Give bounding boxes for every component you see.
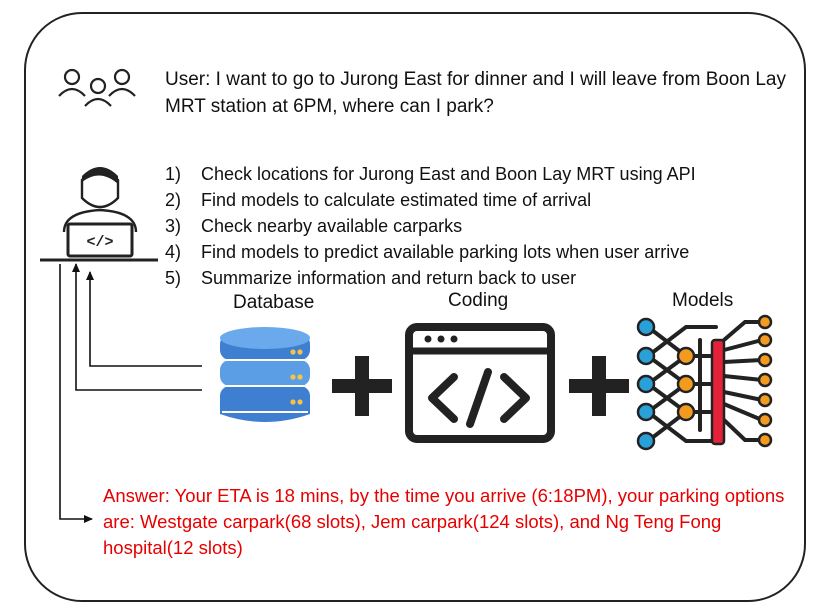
code-window-icon bbox=[405, 323, 555, 443]
coding-label: Coding bbox=[448, 290, 509, 311]
step-text: Check locations for Jurong East and Boon… bbox=[201, 164, 696, 184]
step-number: 2) bbox=[165, 190, 182, 210]
step-number: 4) bbox=[165, 242, 182, 262]
list-item: 2) Find models to calculate estimated tim… bbox=[165, 187, 696, 213]
arrow-database-to-developer bbox=[86, 271, 202, 367]
answer-text: Answer: Your ETA is 18 mins, by the time… bbox=[103, 485, 785, 558]
step-list: 1) Check locations for Jurong East and Bo… bbox=[165, 161, 696, 291]
connector-arrows bbox=[59, 263, 202, 523]
list-item: 5) Summarize information and return back … bbox=[165, 265, 696, 291]
user-query: User: I want to go to Jurong East for di… bbox=[165, 69, 786, 117]
database-icon bbox=[220, 327, 310, 422]
step-text: Find models to calculate estimated time … bbox=[201, 190, 592, 210]
users-icon bbox=[58, 68, 136, 107]
step-text: Find models to predict available parking… bbox=[201, 242, 690, 262]
svg-text:</>: </> bbox=[86, 234, 113, 251]
step-text: Summarize information and return back to… bbox=[201, 268, 577, 288]
step-number: 5) bbox=[165, 268, 182, 288]
plus-icon bbox=[569, 356, 629, 416]
plus-icon bbox=[332, 356, 392, 416]
list-item: 1) Check locations for Jurong East and Bo… bbox=[165, 161, 696, 187]
list-item: 4) Find models to predict available parki… bbox=[165, 239, 696, 265]
step-number: 1) bbox=[165, 164, 182, 184]
developer-laptop-icon: </> bbox=[40, 167, 158, 262]
step-text: Check nearby available carparks bbox=[201, 216, 463, 236]
diagram-frame bbox=[24, 12, 806, 602]
arrow-developer-to-answer bbox=[59, 264, 93, 523]
arrow-to-developer bbox=[72, 263, 202, 391]
models-label: Models bbox=[672, 290, 734, 311]
list-item: 3) Check nearby available carparks bbox=[165, 213, 696, 239]
neural-network-icon bbox=[636, 314, 773, 451]
database-label: Database bbox=[233, 292, 315, 313]
step-number: 3) bbox=[165, 216, 182, 236]
